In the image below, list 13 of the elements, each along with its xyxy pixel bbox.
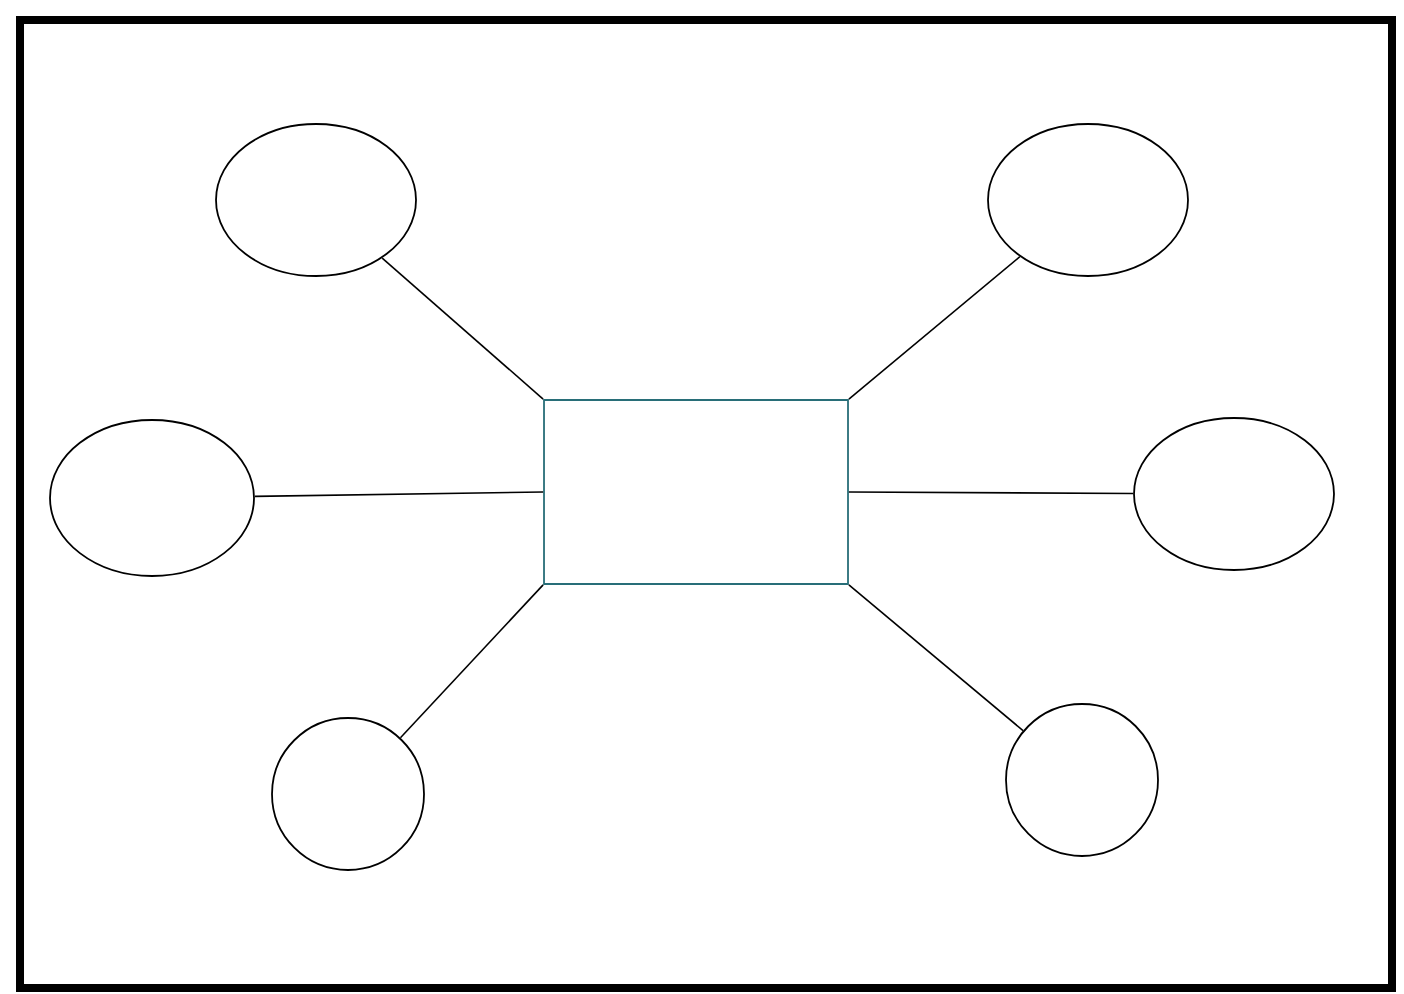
ellipse-node	[1005, 703, 1159, 857]
connector-line	[399, 584, 544, 739]
ellipse-node	[271, 717, 425, 871]
connector-line	[848, 255, 1021, 400]
rectangle-node	[543, 399, 849, 585]
ellipse-node	[49, 419, 255, 577]
connector-line	[848, 584, 1024, 732]
connector-line	[381, 257, 544, 400]
ellipse-node	[987, 123, 1189, 277]
connector-line	[848, 491, 1134, 495]
ellipse-node	[1133, 417, 1335, 571]
ellipse-node	[215, 123, 417, 277]
connector-line	[254, 491, 544, 498]
